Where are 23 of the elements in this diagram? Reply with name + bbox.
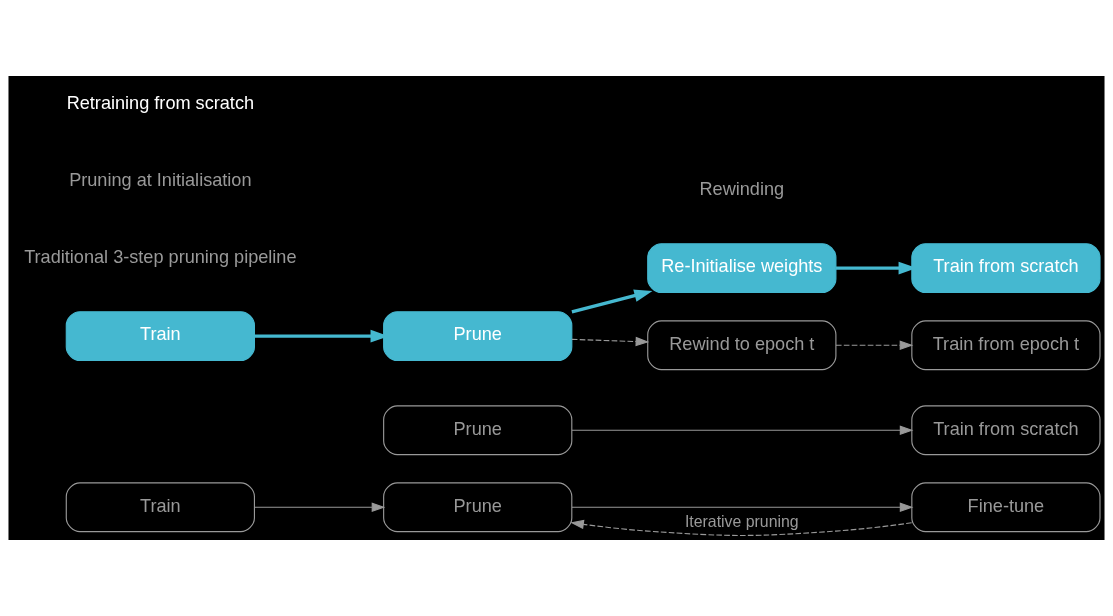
arrow [571,425,914,435]
edge-label: Iterative pruning [684,512,799,530]
node-box: Fine-tune [911,482,1101,533]
node-box: Train from scratch [911,405,1101,456]
node-box: Prune [383,482,573,533]
node-box: Rewind to epoch t [647,320,837,371]
node-box: Prune [383,311,573,362]
arrow [570,519,913,537]
arrow [835,340,914,350]
label: Pruning at Initialisation [69,170,252,191]
node-box: Train from epoch t [911,320,1101,371]
label: Traditional 3-step pruning pipeline [24,247,297,268]
arrow [571,502,914,513]
node-box: Train [65,482,255,533]
arrow [254,502,386,513]
label: Retraining from scratch [66,93,255,114]
node-box: Re-Initialise weights [647,243,837,294]
node-box: Train from scratch [911,243,1101,294]
arrow [571,289,653,314]
node-box: Train [65,311,255,362]
arrow [571,336,650,347]
label: Rewinding [699,179,785,200]
node-box: Prune [383,405,573,456]
